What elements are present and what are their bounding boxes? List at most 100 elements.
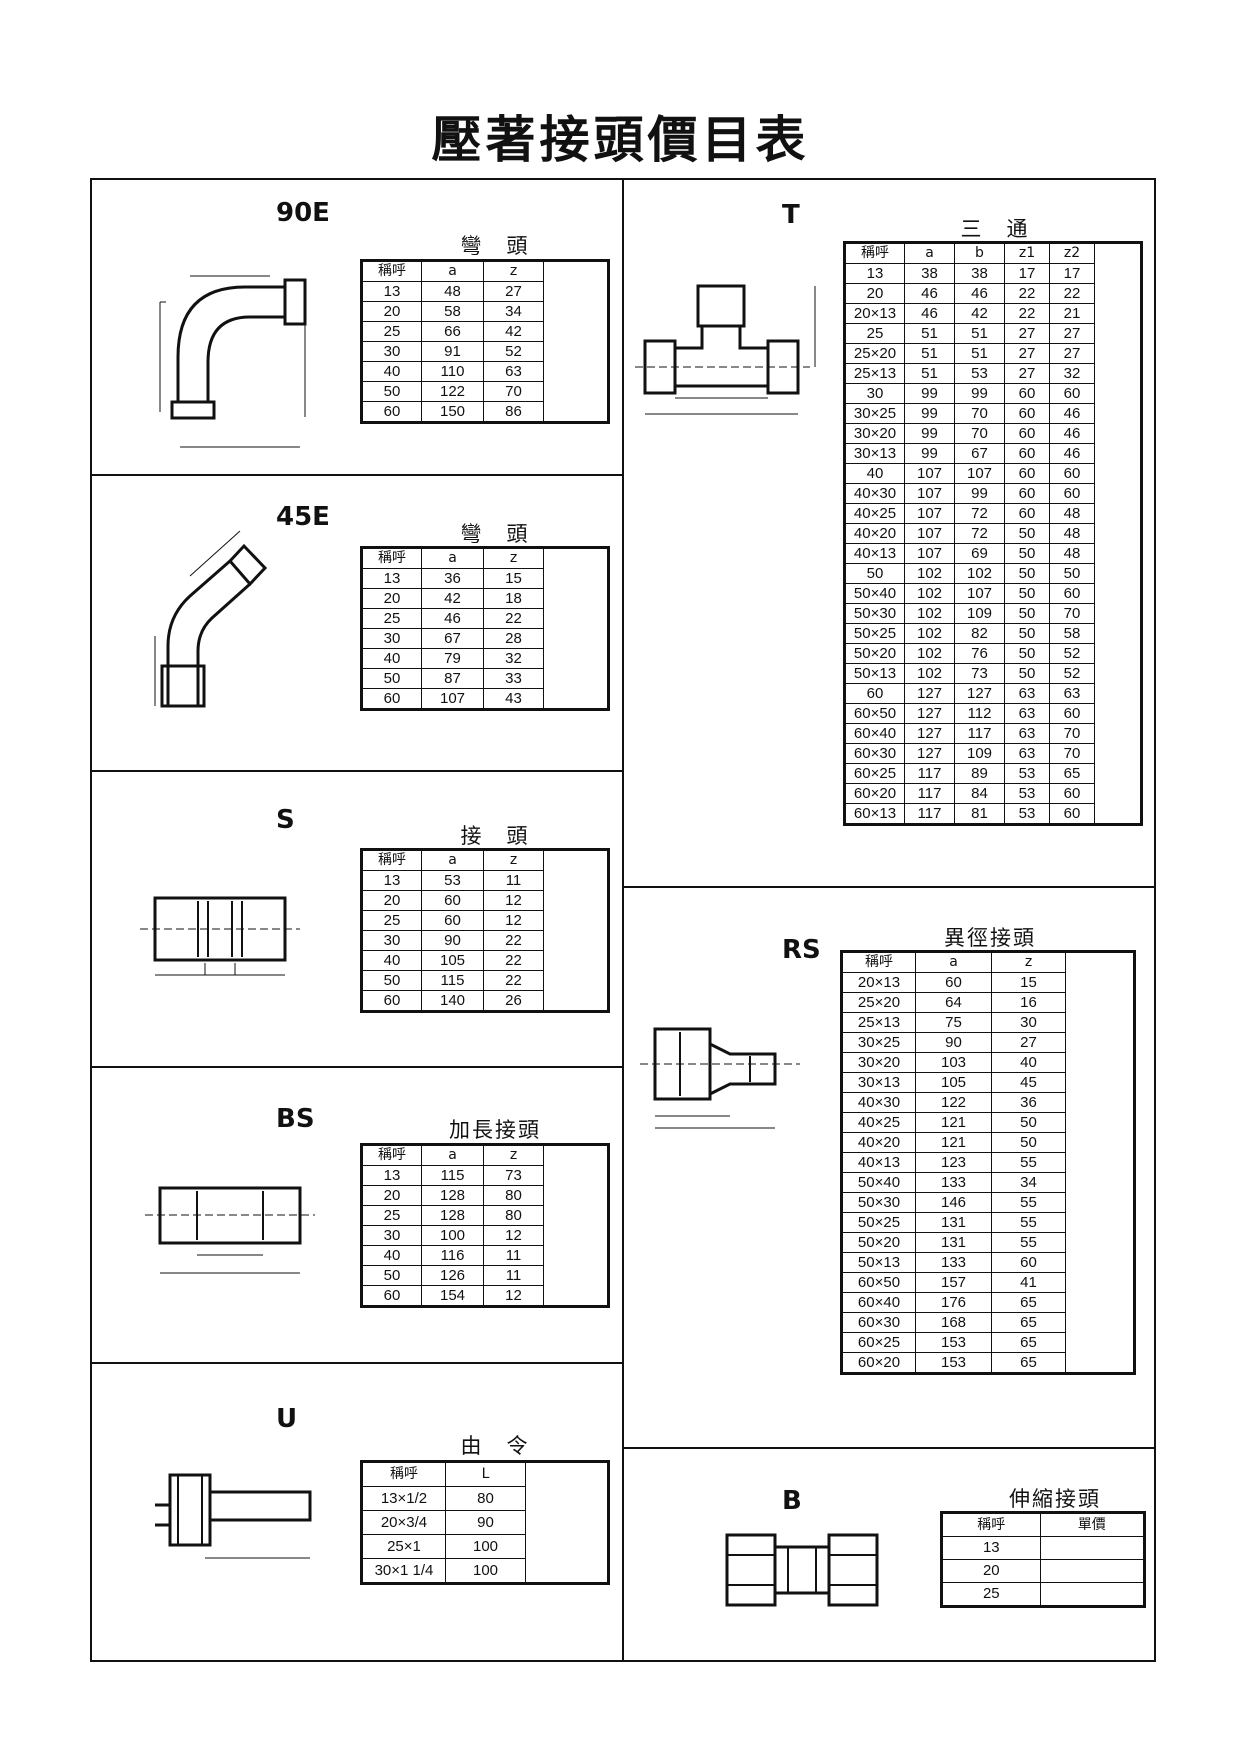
table-cell: 150 [421, 401, 484, 423]
table-cell: 60 [1004, 483, 1050, 504]
price-cell [1065, 1292, 1135, 1313]
table-cell: 100 [445, 1534, 526, 1559]
table-cell: 112 [954, 703, 1005, 724]
table-cell: 121 [915, 1132, 992, 1153]
table-cell: 11 [483, 1245, 544, 1266]
table-cell: 84 [954, 783, 1005, 804]
table-cell: 40 [361, 1245, 422, 1266]
table-cell: 60 [1004, 383, 1050, 404]
table-cell: 22 [483, 970, 544, 991]
table-cell: 73 [483, 1165, 544, 1186]
table-cell: 103 [915, 1052, 992, 1073]
table-cell: 46 [421, 608, 484, 629]
table-cell: 81 [954, 803, 1005, 825]
table-cell: 36 [421, 568, 484, 589]
table-cell: 99 [904, 443, 955, 464]
table-cell: 50 [1004, 643, 1050, 664]
table-cell: 157 [915, 1272, 992, 1293]
table-cell: 69 [954, 543, 1005, 564]
table-cell: 41 [991, 1272, 1066, 1293]
table-cell: 127 [954, 683, 1005, 704]
table-cell: 65 [1049, 763, 1095, 784]
column-header: z [483, 849, 544, 871]
table-cell: 102 [904, 623, 955, 644]
price-cell [1094, 623, 1142, 644]
price-cell [1065, 1352, 1135, 1374]
table-row: 13 [941, 1536, 1146, 1560]
price-cell [1094, 643, 1142, 664]
reducer-drawing [640, 1027, 800, 1129]
table-cell: 20×3/4 [361, 1510, 446, 1535]
table-cell: 70 [954, 423, 1005, 444]
price-cell [1094, 683, 1142, 704]
table-cell: 90 [421, 930, 484, 951]
price-cell [1094, 383, 1142, 404]
table-cell: 27 [1004, 323, 1050, 344]
table-cell: 22 [483, 930, 544, 951]
table-cell: 22 [483, 950, 544, 971]
table-cell: 60 [1004, 443, 1050, 464]
price-cell [543, 910, 609, 931]
price-cell [1094, 783, 1142, 804]
table-cell: 40×13 [844, 543, 905, 564]
table-cell: 82 [954, 623, 1005, 644]
table-cell: 60 [1049, 483, 1095, 504]
socket-drawing [140, 896, 300, 976]
table-cell: 22 [483, 608, 544, 629]
price-cell [1094, 763, 1142, 784]
table-cell: 20 [361, 1185, 422, 1206]
table-cell: 99 [904, 383, 955, 404]
table-cell: 58 [1049, 623, 1095, 644]
table-cell: 53 [421, 870, 484, 891]
table-cell: 13 [844, 263, 905, 284]
column-header: 稱呼 [361, 1461, 446, 1487]
column-header: z [483, 547, 544, 569]
table-cell: 18 [483, 588, 544, 609]
table-cell [1039, 1559, 1146, 1583]
table-cell: 67 [421, 628, 484, 649]
table-cell: 60 [1004, 423, 1050, 444]
price-cell [1065, 1212, 1135, 1233]
table-cell: 91 [421, 341, 484, 362]
table-cell: 27 [1049, 323, 1095, 344]
table-cell: 70 [1049, 603, 1095, 624]
table-cell: 50 [1004, 663, 1050, 684]
price-cell [1094, 242, 1142, 264]
price-cell [1094, 283, 1142, 304]
table-cell: 60×50 [841, 1272, 916, 1293]
column-header: 稱呼 [361, 849, 422, 871]
table-cell: 51 [954, 323, 1005, 344]
column-header: 稱呼 [361, 1144, 422, 1166]
price-cell [525, 1486, 609, 1511]
table-cell: 46 [904, 283, 955, 304]
price-cell [1065, 1272, 1135, 1293]
table-cell: 52 [1049, 643, 1095, 664]
table-cell: 30 [844, 383, 905, 404]
table-cell: 17 [1049, 263, 1095, 284]
table-cell: 117 [904, 783, 955, 804]
table-cell: 40×20 [841, 1132, 916, 1153]
left-divider-2 [90, 770, 623, 772]
price-cell [1094, 263, 1142, 284]
table-cell: 131 [915, 1212, 992, 1233]
table-cell: 117 [904, 763, 955, 784]
